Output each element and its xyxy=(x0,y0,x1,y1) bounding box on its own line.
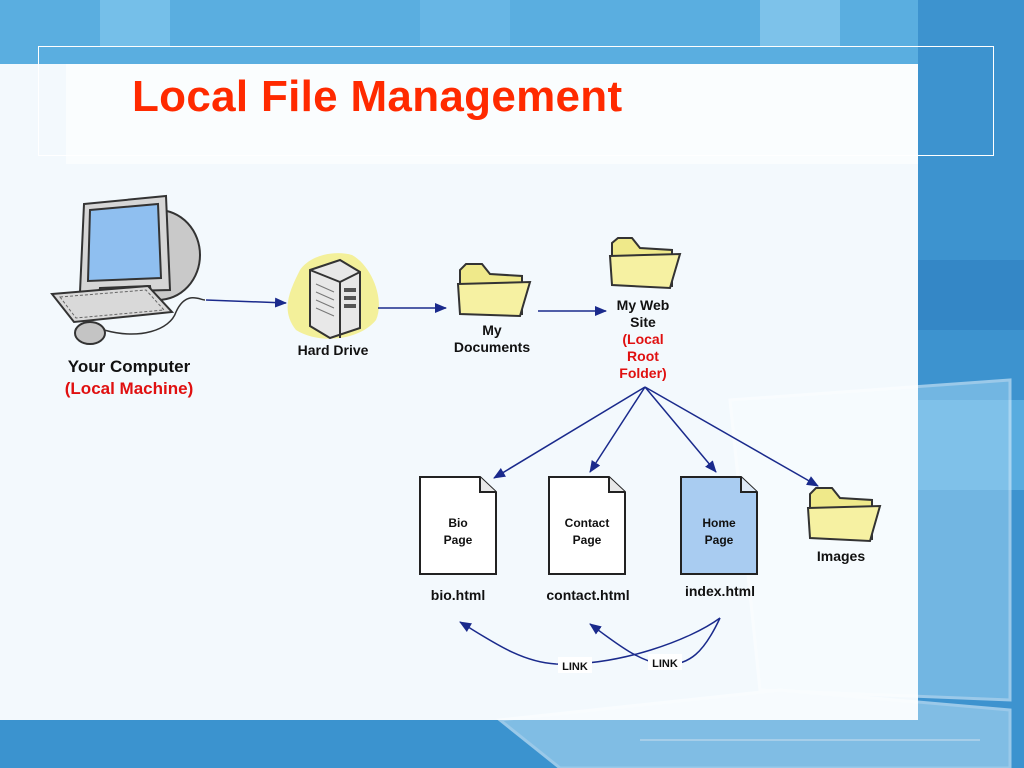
computer-sub: (Local Machine) xyxy=(64,379,194,398)
hard-drive-label: Hard Drive xyxy=(297,342,369,358)
page-title-line: Contact xyxy=(564,516,610,530)
page-title-line: Page xyxy=(704,533,734,547)
document-icon xyxy=(419,476,497,575)
document-icon xyxy=(680,476,758,575)
page-title-line: Page xyxy=(572,533,602,547)
hard-drive-icon xyxy=(287,253,379,340)
link-label: LINK xyxy=(562,661,588,673)
web-site-sub-line: (Local xyxy=(622,331,664,347)
arrow xyxy=(589,386,646,473)
page-title: Local File Management xyxy=(132,72,623,121)
documents-label-line: My xyxy=(482,322,502,338)
web-site-sub-line: Folder) xyxy=(619,365,667,381)
web-site-sub-line: Root xyxy=(627,348,659,364)
web-site-label-line: Site xyxy=(630,314,656,330)
images-label: Images xyxy=(816,548,866,564)
folder-icon xyxy=(456,263,532,318)
title-band xyxy=(66,64,918,164)
arrow xyxy=(644,386,717,473)
arrow xyxy=(644,386,819,487)
contact-filename: contact.html xyxy=(546,587,630,603)
page-title-line: Bio xyxy=(448,516,468,530)
content-panel xyxy=(0,64,918,720)
computer-icon xyxy=(50,194,206,345)
computer-label: Your Computer (Local Machine) xyxy=(44,356,214,400)
document-icon xyxy=(548,476,626,575)
documents-label: My Documents xyxy=(440,322,544,356)
folder-icon xyxy=(806,487,882,543)
page-title-line: Page xyxy=(443,533,473,547)
web-site-label-line: My Web xyxy=(616,297,670,313)
arrow xyxy=(205,297,287,308)
title-frame xyxy=(38,46,994,156)
computer-name: Your Computer xyxy=(67,357,191,376)
page-title-line: Home xyxy=(702,516,736,530)
link-label: LINK xyxy=(652,658,678,670)
contact-page-title: Contact Page xyxy=(549,515,625,549)
documents-label-line: Documents xyxy=(453,339,531,355)
bio-filename: bio.html xyxy=(430,587,486,603)
index-filename: index.html xyxy=(684,583,755,599)
bio-page-title: Bio Page xyxy=(420,515,496,549)
arrow xyxy=(493,386,646,479)
web-site-label: My Web Site (Local Root Folder) xyxy=(597,297,689,382)
folder-icon xyxy=(608,237,682,290)
home-page-title: Home Page xyxy=(681,515,757,549)
